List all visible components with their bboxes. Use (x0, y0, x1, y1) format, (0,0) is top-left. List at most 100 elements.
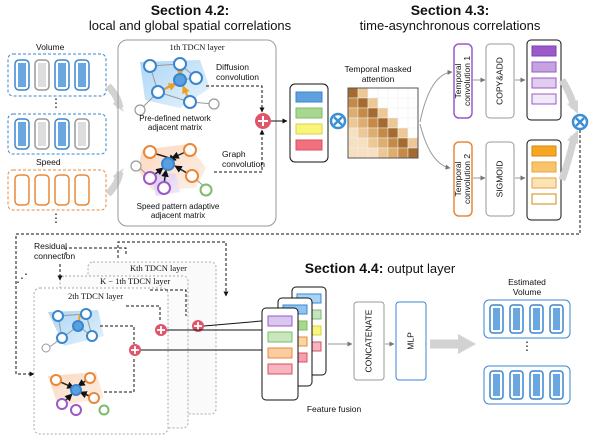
sigmoid-box (485, 141, 515, 217)
concatenate-label: CONCATENATE (363, 309, 374, 373)
attention-cell (397, 87, 409, 99)
volume-dots: ⋮ (50, 96, 62, 110)
speed-label: Speed (36, 157, 61, 167)
attention-cell (347, 147, 359, 159)
attention-cell (367, 117, 379, 129)
attention-cell (367, 97, 379, 109)
volume-cell (14, 59, 30, 91)
attention-cell (347, 87, 359, 99)
volume-cell-fill (78, 63, 86, 87)
section-43-subtitle: time-asynchronous correlations (359, 18, 541, 33)
attention-cell (397, 97, 409, 109)
graph-conv-path (214, 129, 265, 173)
section-42-heading: Section 4.2: (150, 2, 230, 18)
layer-connector (15, 130, 581, 377)
first-tdcn-title: 1th TDCN layer (169, 42, 225, 52)
predefined-graph (134, 57, 220, 116)
attention-cell (357, 97, 369, 109)
attention-cell (377, 127, 389, 139)
speed-cell (14, 174, 30, 206)
adaptive-graph (130, 143, 213, 197)
kth-layer-label: Kth TDCN layer (130, 263, 187, 273)
attention-cell (377, 87, 389, 99)
attention-cell (357, 107, 369, 119)
section-42-subtitle: local and global spatial correlations (88, 18, 292, 33)
attention-cell (357, 127, 369, 139)
split-to-conv2 (419, 123, 451, 170)
attention-cell (377, 137, 389, 149)
output-dots: ⋮ (521, 339, 533, 353)
stack-dots: ⋰ (16, 271, 28, 285)
copy-add-box (485, 43, 515, 119)
volume-cell-fill (18, 63, 26, 87)
attention-cell (407, 117, 419, 129)
attention-cell (407, 107, 419, 119)
attention-cell (407, 137, 419, 149)
attention-cell (387, 97, 399, 109)
attention-cell (397, 117, 409, 129)
attention-cell (407, 127, 419, 139)
feature-fusion-label: Feature fusion (306, 404, 362, 414)
volume-input-group (7, 53, 107, 155)
speed-cell (54, 174, 70, 206)
volume-cell (34, 59, 50, 91)
attention-cell (407, 97, 419, 109)
mlp-label: MLP (405, 332, 416, 350)
speed-input-group (7, 169, 107, 211)
attention-cell (377, 97, 389, 109)
temporal-conv1-box (453, 43, 473, 119)
attention-cell (367, 127, 379, 139)
attention-cell (367, 87, 379, 99)
volume-cell (54, 59, 70, 91)
attention-cell (387, 87, 399, 99)
section-43-heading: Section 4.3: (410, 2, 490, 18)
volume-cell-fill (58, 122, 66, 146)
volume-cell-fill (38, 122, 46, 146)
volume-label: Volume (36, 42, 65, 52)
attention-cell (387, 147, 399, 159)
k-minus-1-layer-label: K − 1th TDCN layer (100, 276, 171, 286)
attention-cell (377, 107, 389, 119)
section-44-heading: Section 4.4: output layer (304, 260, 456, 276)
attention-cell (367, 137, 379, 149)
attention-cell (387, 137, 399, 149)
volume-cell-fill (38, 63, 46, 87)
stacked-tdcn-layers (33, 241, 229, 435)
temporal-conv2-box (453, 141, 473, 217)
volume-cell (74, 118, 90, 150)
attention-cell (397, 147, 409, 159)
volume-cell (34, 118, 50, 150)
volume-cell (54, 118, 70, 150)
speed-cell (34, 174, 50, 206)
attention-cell (347, 127, 359, 139)
attention-cell (377, 117, 389, 129)
split-to-conv1 (419, 69, 453, 123)
attention-cell (387, 127, 399, 139)
attention-cell (357, 87, 369, 99)
attention-cell (407, 87, 419, 99)
volume-input-frame (7, 113, 107, 155)
attention-cell (347, 137, 359, 149)
attention-cell (357, 147, 369, 159)
volume-input-frame (7, 53, 107, 97)
attention-cell (367, 107, 379, 119)
feature-fusion-stacks (261, 286, 327, 401)
first-tdcn-layer-box (117, 39, 277, 227)
sigmoid-label: SIGMOID (494, 160, 505, 198)
copy-add-label: COPY&ADD (494, 57, 505, 105)
volume-cell (74, 59, 90, 91)
attention-cell (387, 107, 399, 119)
attention-matrix-frame (347, 87, 419, 159)
attention-cell (347, 117, 359, 129)
